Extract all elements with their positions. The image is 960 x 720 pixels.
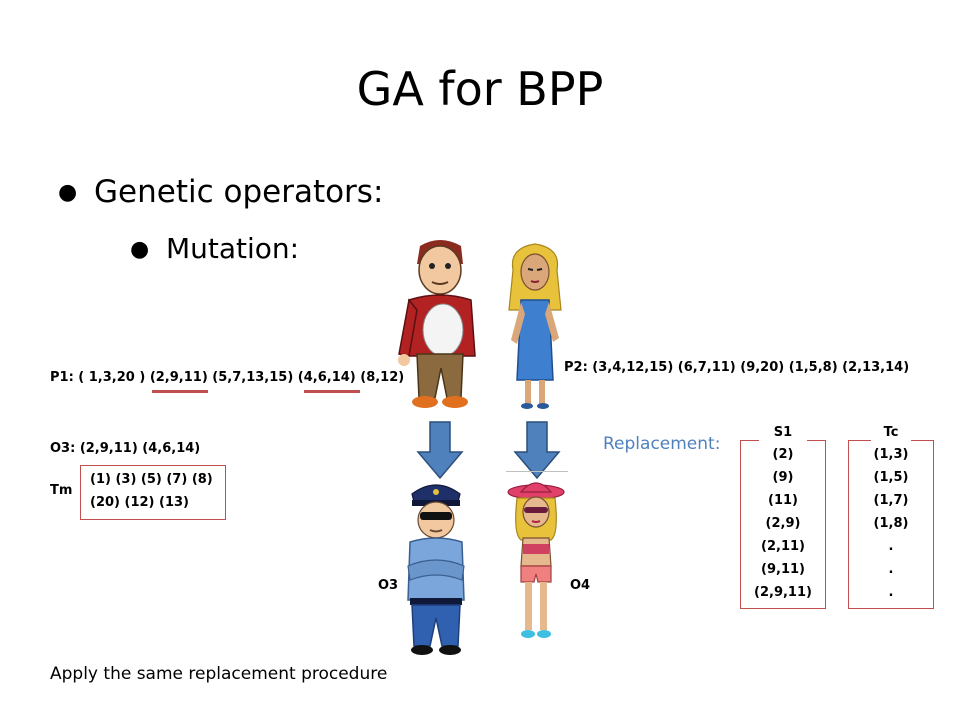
tc-item: . [888, 562, 894, 577]
parent-1-chromosome: P1: ( 1,3,20 ) (2,9,11) (5,7,13,15) (4,6… [50, 370, 405, 385]
tc-item: (1,7) [873, 493, 909, 508]
mutation-underline [152, 390, 208, 393]
s1-top-right-line [807, 440, 825, 441]
tc-header: Tc [883, 425, 899, 440]
tm-label: Tm [50, 483, 73, 498]
footer-note: Apply the same replacement procedure [50, 664, 388, 684]
mutation-underline [304, 390, 360, 393]
tm-line-2: (20) (12) (13) [90, 495, 189, 510]
s1-item: (11) [768, 493, 798, 508]
replacement-label: Replacement: [603, 434, 721, 454]
s1-item: (9) [772, 470, 794, 485]
tc-item: (1,5) [873, 470, 909, 485]
bullet-dot-icon: ● [130, 237, 150, 262]
bullet-genetic-operators: ● Genetic operators: [58, 174, 383, 210]
slide-title: GA for BPP [356, 62, 604, 116]
offspring-o4-label: O4 [570, 578, 591, 593]
s1-item: (2,9) [765, 516, 801, 531]
father-character-icon [398, 240, 476, 408]
bullet-text: Genetic operators: [94, 174, 384, 210]
bullet-text: Mutation: [166, 232, 300, 265]
tm-line-1: (1) (3) (5) (7) (8) [90, 472, 213, 487]
offspring-o3-label: O3 [378, 578, 399, 593]
s1-item: (2,11) [761, 539, 805, 554]
s1-item: (9,11) [761, 562, 805, 577]
tm-box [80, 465, 226, 520]
tc-item: (1,3) [873, 447, 909, 462]
s1-column: S1 (2) (9) (11) (2,9) (2,11) (9,11) (2,9… [740, 425, 826, 609]
down-arrow-icon [416, 421, 464, 480]
tc-item: (1,8) [873, 516, 909, 531]
tc-top-left-line [849, 440, 871, 441]
tc-top-right-line [911, 440, 933, 441]
bullet-dot-icon: ● [58, 180, 78, 205]
mother-character-icon [508, 243, 562, 409]
parent-2-chromosome: P2: (3,4,12,15) (6,7,11) (9,20) (1,5,8) … [564, 360, 910, 375]
s1-item: (2) [772, 447, 794, 462]
tc-item: . [888, 539, 894, 554]
s1-item: (2,9,11) [754, 585, 812, 600]
bullet-mutation: ● Mutation: [130, 232, 299, 265]
divider-line [506, 471, 568, 472]
s1-header: S1 [773, 425, 793, 440]
police-son-character-icon [407, 484, 465, 655]
offspring-o3-chromosome: O3: (2,9,11) (4,6,14) [50, 441, 201, 456]
tc-item: . [888, 585, 894, 600]
tc-column: Tc (1,3) (1,5) (1,7) (1,8) . . . [848, 425, 934, 609]
down-arrow-icon [513, 421, 561, 480]
s1-top-left-line [741, 440, 759, 441]
daughter-character-icon [507, 482, 565, 638]
